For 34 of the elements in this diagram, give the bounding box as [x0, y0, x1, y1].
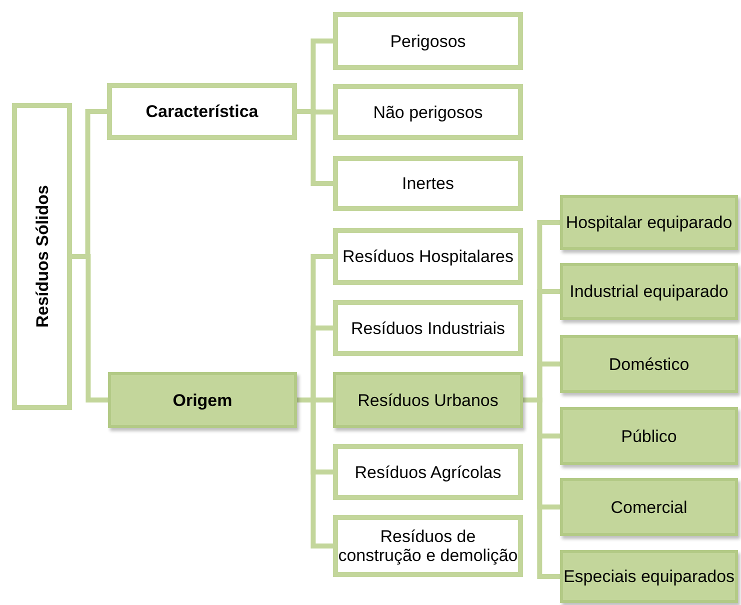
category-box — [333, 300, 523, 356]
node-label: Característica — [146, 102, 258, 121]
node-label: Perigosos — [390, 32, 466, 50]
highlighted-box — [560, 478, 738, 536]
node-label: Resíduos de construção e demolição — [338, 527, 518, 565]
category-box — [333, 156, 523, 211]
node-label: Origem — [172, 390, 232, 410]
node-label: Industrial equiparado — [570, 282, 728, 301]
highlighted-box — [560, 335, 738, 393]
node-label: Doméstico — [608, 354, 690, 374]
category-box — [333, 444, 523, 500]
highlighted-box — [560, 550, 738, 603]
node-label: Resíduos Hospitalares — [342, 247, 514, 266]
node-label: Inertes — [402, 174, 454, 193]
highlighted-box — [560, 263, 738, 320]
highlighted-box — [560, 407, 738, 465]
category-box — [12, 103, 72, 410]
category-box — [333, 228, 523, 285]
highlighted-box — [333, 372, 523, 428]
node-label: Especiais equiparados — [563, 567, 735, 586]
highlighted-box — [560, 195, 738, 250]
node-label: Não perigosos — [373, 102, 483, 122]
node-label: Público — [621, 426, 677, 446]
node-label: Resíduos Sólidos — [32, 185, 52, 328]
node-label: Resíduos Industriais — [350, 318, 506, 338]
node-label: Comercial — [610, 498, 688, 516]
category-box — [333, 12, 523, 70]
category-box — [333, 84, 523, 140]
node-label: Hospitalar equiparado — [566, 213, 732, 232]
highlighted-box — [108, 372, 297, 428]
category-box — [333, 515, 523, 577]
category-box — [107, 83, 297, 140]
node-label: Resíduos Urbanos — [358, 390, 498, 410]
node-label: Resíduos Agrícolas — [354, 462, 502, 482]
